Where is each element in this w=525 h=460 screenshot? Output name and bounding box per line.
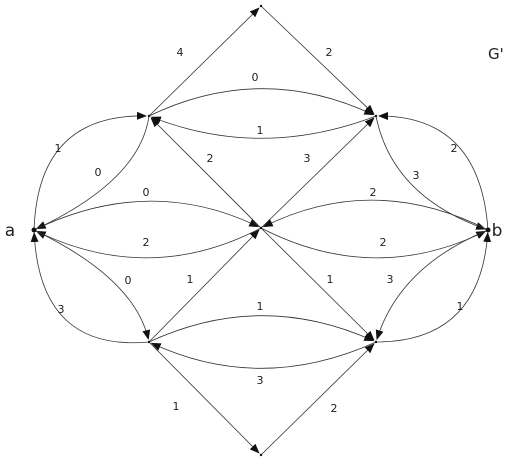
labels-layer: 4 2 0 1 1 0 2 3 0 2 2 3 2 2 0 3 1 1 3 1 1 3 1 2 a b [5, 4, 503, 457]
edge-b-to-center [262, 199, 489, 231]
edge-label-b-to-center: 2 [370, 186, 377, 199]
node-label-b: b [492, 221, 503, 241]
edge-label-b-to-ur: 2 [451, 142, 458, 155]
edge-label-ul-to-ur: 0 [252, 71, 259, 84]
edge-ur-to-b [375, 115, 487, 230]
edge-ul-to-a [35, 115, 150, 230]
edge-ll-to-lr [148, 315, 375, 343]
edge-ur-to-ul [150, 115, 377, 139]
edge-ll-to-bottom [148, 341, 260, 454]
node-label-a: a [5, 221, 15, 241]
edge-a-to-center [33, 200, 260, 231]
node-ll [147, 340, 151, 344]
edge-label-ll-to-a: 3 [58, 303, 65, 316]
edge-center-to-lr [260, 227, 375, 341]
edge-label-ul-to-top: 4 [177, 46, 184, 59]
edge-label-lr-to-ll: 3 [257, 374, 264, 387]
edge-label-bottom-to-lr: 2 [331, 402, 338, 415]
edge-label-center-to-ul: 2 [207, 152, 214, 165]
node-a [31, 227, 37, 233]
edge-label-a-to-ll: 0 [125, 274, 132, 287]
node-ul [147, 114, 151, 118]
edge-label-center-to-ur: 3 [304, 152, 311, 165]
edge-label-a-to-center: 0 [143, 186, 150, 199]
node-center [259, 226, 263, 230]
edge-label-top-to-ur: 2 [326, 46, 333, 59]
edge-label-center-to-a: 2 [143, 236, 150, 249]
edge-center-to-ur [260, 117, 375, 229]
edge-label-center-to-b: 2 [380, 236, 387, 249]
edge-center-to-b [260, 227, 487, 259]
edge-label-ll-to-center: 1 [187, 273, 194, 286]
edge-label-center-to-lr: 1 [327, 273, 334, 286]
edge-ll-to-a [30, 231, 150, 344]
node-top [259, 4, 263, 8]
edge-b-to-lr [375, 229, 489, 341]
edge-center-to-a [35, 227, 262, 259]
edge-label-ll-to-lr: 1 [257, 300, 264, 313]
edge-ul-to-top [148, 7, 260, 117]
edge-a-to-ul [33, 111, 147, 231]
edge-label-a-to-ul: 1 [55, 142, 62, 155]
edge-label-b-to-lr: 3 [387, 273, 394, 286]
edges-layer [30, 5, 492, 456]
edge-ul-to-ur [148, 88, 375, 117]
edge-a-to-ll [33, 229, 151, 341]
node-b [485, 227, 491, 233]
edge-label-ur-to-b: 3 [413, 169, 420, 182]
edge-label-ul-to-a: 0 [95, 166, 102, 179]
node-lr [374, 340, 378, 344]
node-bottom [259, 453, 263, 457]
edge-top-to-ur [260, 5, 375, 115]
edge-b-to-ur [378, 112, 489, 231]
node-ur [374, 114, 378, 118]
edge-label-lr-to-b: 1 [457, 300, 464, 313]
edge-bottom-to-lr [260, 343, 375, 456]
edge-lr-to-b [375, 231, 492, 343]
edge-center-to-ul [150, 117, 262, 229]
graph-title: G' [488, 45, 504, 63]
edge-label-ll-to-bottom: 1 [173, 400, 180, 413]
edge-lr-to-ll [150, 341, 377, 369]
edge-ll-to-center [148, 229, 260, 343]
edge-label-ur-to-ul: 1 [257, 124, 264, 137]
